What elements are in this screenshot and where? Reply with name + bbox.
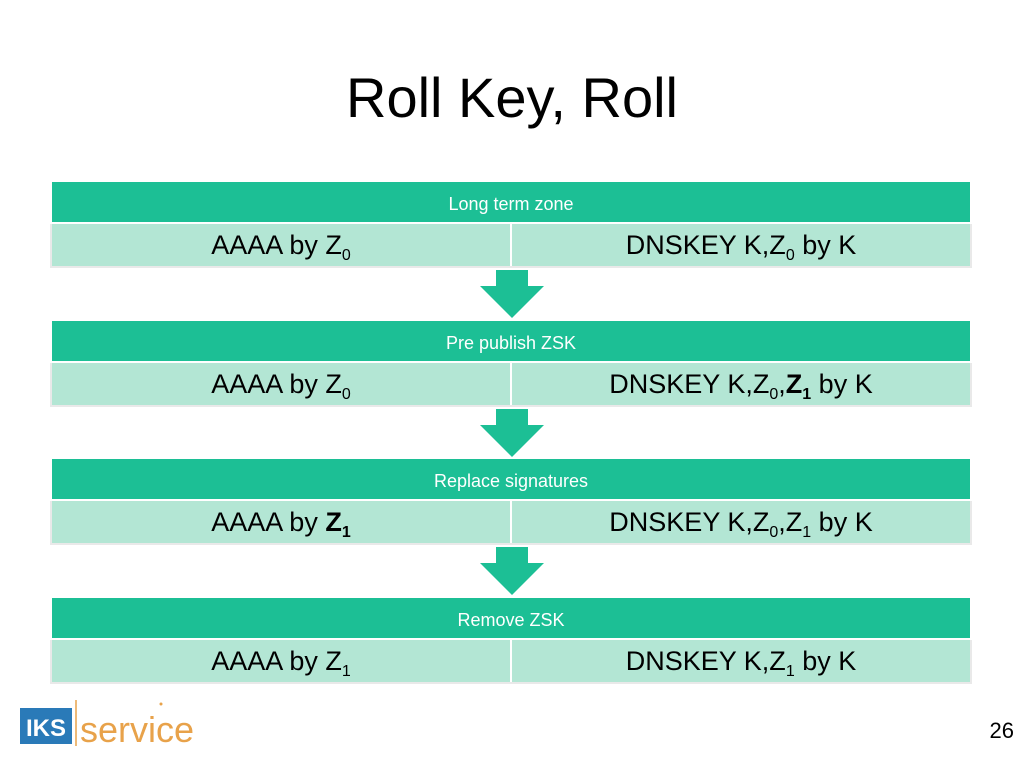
down-arrow-icon [480, 270, 544, 318]
slide-title: Roll Key, Roll [346, 66, 678, 129]
stage-header: Remove ZSK [50, 596, 972, 640]
left-cell: AAAA by Z1 [211, 646, 351, 680]
right-cell: DNSKEY K,Z0 by K [510, 224, 970, 266]
svg-text:IKS: IKS [26, 715, 66, 742]
right-cell: DNSKEY K,Z1 by K [510, 640, 970, 682]
stage-header: Long term zone [50, 180, 972, 224]
left-cell: AAAA by Z0 [211, 230, 351, 264]
left-cell: AAAA by Z1 [211, 507, 351, 541]
iks-service-logo: IKS service [20, 700, 194, 750]
stage-row: AAAA by Z0 DNSKEY K,Z0,Z1 by K [50, 363, 972, 407]
page-number: 26 [989, 718, 1014, 743]
stage-row: AAAA by Z0 DNSKEY K,Z0 by K [50, 224, 972, 268]
stage-row: AAAA by Z1 DNSKEY K,Z1 by K [50, 640, 972, 684]
stage-remove-zsk: Remove ZSK AAAA by Z1 DNSKEY K,Z1 by K [50, 596, 972, 684]
stage-pre-publish-zsk: Pre publish ZSK AAAA by Z0 DNSKEY K,Z0,Z… [50, 319, 972, 407]
down-arrow-icon [480, 409, 544, 457]
stage-replace-signatures: Replace signatures AAAA by Z1 DNSKEY K,Z… [50, 457, 972, 545]
stage-row: AAAA by Z1 DNSKEY K,Z0,Z1 by K [50, 501, 972, 545]
right-cell: DNSKEY K,Z0,Z1 by K [510, 363, 970, 405]
svg-text:service: service [80, 709, 194, 750]
stage-header: Replace signatures [50, 457, 972, 501]
down-arrow-icon [480, 547, 544, 595]
left-cell: AAAA by Z0 [211, 369, 351, 403]
stage-long-term-zone: Long term zone AAAA by Z0 DNSKEY K,Z0 by… [50, 180, 972, 268]
stage-header: Pre publish ZSK [50, 319, 972, 363]
right-cell: DNSKEY K,Z0,Z1 by K [510, 501, 970, 543]
